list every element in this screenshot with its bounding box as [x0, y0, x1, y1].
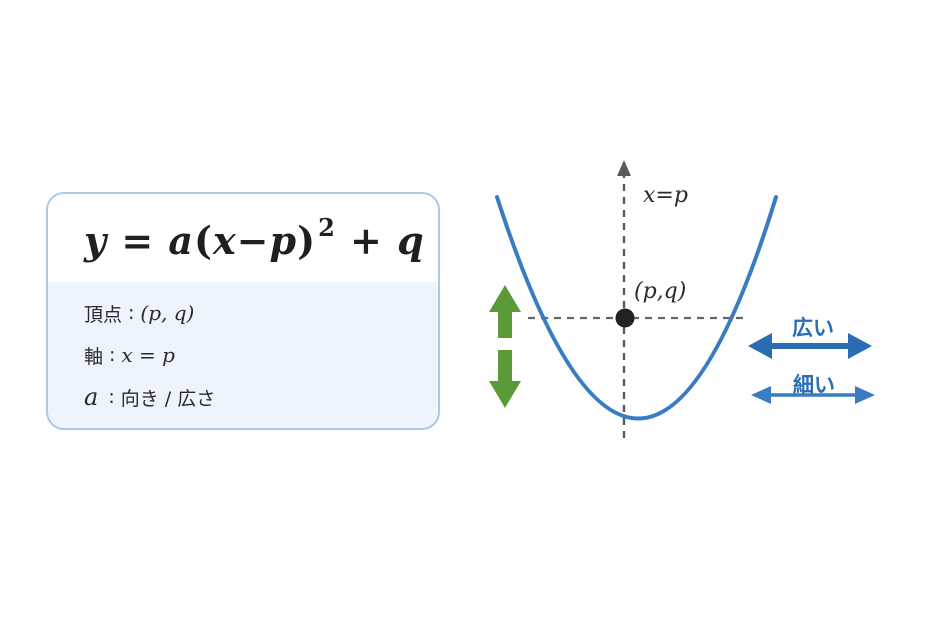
axis-row: 軸 : x = p — [84, 334, 438, 376]
a-row: a : 向き / 広さ — [84, 376, 438, 418]
narrow-arrow — [751, 386, 875, 404]
formula-p: p — [269, 218, 298, 263]
formula-card: y = a(x−p)2 + q 頂点 : (p, q) 軸 : x = p a … — [46, 192, 440, 430]
narrow-label: 細い — [793, 373, 835, 397]
formula-open-paren: ( — [194, 218, 214, 263]
formula-minus: − — [236, 218, 270, 263]
vertex-form-formula: y = a(x−p)2 + q — [84, 213, 425, 263]
axis-label: 軸 — [84, 345, 104, 368]
axis-colon: : — [109, 344, 116, 366]
axis-equation-label: x=p — [643, 183, 688, 208]
properties-list: 頂点 : (p, q) 軸 : x = p a : 向き / 広さ — [48, 282, 438, 418]
vertex-colon: : — [128, 302, 135, 324]
formula-q: q — [397, 218, 425, 263]
formula-equals: = — [121, 218, 155, 263]
formula-plus: + — [350, 218, 383, 263]
wide-arrow — [748, 333, 872, 359]
a-value: 向き / 広さ — [120, 387, 216, 410]
vertical-arrow-up-head — [489, 285, 521, 312]
formula-exponent: 2 — [318, 213, 336, 242]
vertex-label: 頂点 — [84, 303, 123, 326]
vertical-arrow-upper-shaft — [498, 310, 512, 338]
vertex-value: (p, q) — [140, 301, 195, 325]
vertical-shift-arrow — [489, 285, 521, 408]
symmetry-axis-arrowhead — [617, 160, 631, 176]
parabola-curve — [495, 195, 778, 421]
vertical-arrow-lower-shaft — [498, 350, 512, 384]
vertex-coordinate-label: (p,q) — [634, 279, 686, 304]
wide-label: 広い — [792, 316, 834, 340]
formula-a: a — [168, 218, 195, 263]
vertical-arrow-down-head — [489, 381, 521, 408]
vertex-point — [615, 308, 635, 328]
formula-y: y — [84, 218, 108, 263]
formula-x: x — [213, 218, 237, 263]
formula-close-paren: ) — [297, 218, 317, 263]
axis-value: x = p — [121, 343, 175, 367]
a-label: a — [84, 383, 99, 411]
vertex-row: 頂点 : (p, q) — [84, 292, 438, 334]
formula-header: y = a(x−p)2 + q — [48, 194, 438, 282]
a-colon: : — [108, 386, 115, 408]
